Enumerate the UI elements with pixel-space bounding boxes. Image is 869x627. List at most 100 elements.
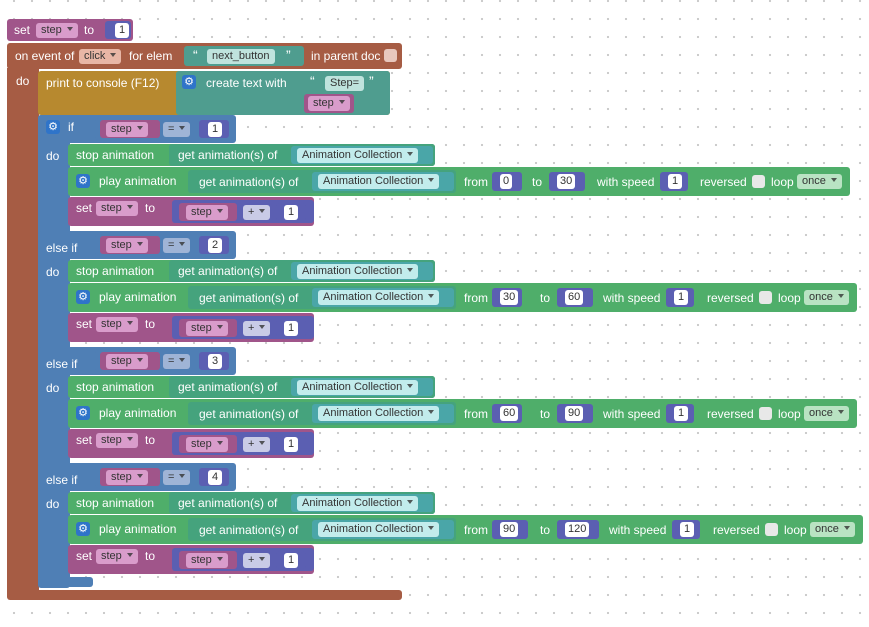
equals-dropdown[interactable]: = bbox=[163, 238, 191, 253]
else-if-do-label: do bbox=[46, 497, 60, 511]
compare-block[interactable]: step = 4 bbox=[95, 466, 233, 488]
text-value-field[interactable]: Step= bbox=[325, 76, 365, 91]
play-animation-block[interactable]: ⚙ play animation get animation(s) of Animat… bbox=[68, 283, 857, 312]
print-step-dropdown[interactable]: step bbox=[308, 96, 350, 111]
compare-value-field[interactable]: 4 bbox=[208, 470, 222, 485]
addition-var-dropdown[interactable]: step bbox=[186, 205, 228, 220]
increment-field[interactable]: 1 bbox=[284, 437, 298, 452]
compare-block[interactable]: step = 2 bbox=[95, 234, 233, 256]
set-var-dropdown[interactable]: step bbox=[96, 317, 138, 332]
compare-block[interactable]: step = 3 bbox=[95, 350, 233, 372]
compare-value-field[interactable]: 2 bbox=[208, 238, 222, 253]
addition-var-dropdown[interactable]: step bbox=[186, 437, 228, 452]
speed-field[interactable]: 1 bbox=[674, 406, 688, 421]
loop-dropdown[interactable]: once bbox=[810, 522, 855, 537]
from-field[interactable]: 60 bbox=[500, 406, 519, 421]
number-field[interactable]: 1 bbox=[115, 23, 129, 38]
print-block[interactable]: print to console (F12) ⚙ create text wit… bbox=[38, 71, 390, 115]
set-var-dropdown[interactable]: step bbox=[96, 549, 138, 564]
collection-dropdown[interactable]: Animation Collection bbox=[297, 264, 419, 279]
event-block[interactable]: on event of click for elem “ next_button… bbox=[7, 43, 402, 69]
to-field[interactable]: 120 bbox=[565, 522, 590, 537]
compare-var-dropdown[interactable]: step bbox=[106, 238, 148, 253]
equals-dropdown[interactable]: = bbox=[163, 122, 191, 137]
set-var-dropdown[interactable]: step bbox=[96, 433, 138, 448]
increment-field[interactable]: 1 bbox=[284, 205, 298, 220]
equals-dropdown[interactable]: = bbox=[163, 354, 191, 369]
compare-var-dropdown[interactable]: step bbox=[106, 354, 148, 369]
collection-dropdown[interactable]: Animation Collection bbox=[297, 148, 419, 163]
play-get-label: get animation(s) of bbox=[199, 291, 299, 305]
from-field[interactable]: 0 bbox=[500, 174, 513, 189]
play-collection-dropdown[interactable]: Animation Collection bbox=[318, 522, 440, 537]
compare-value-field[interactable]: 3 bbox=[208, 354, 222, 369]
step-variable-dropdown[interactable]: step bbox=[36, 23, 78, 38]
compare-var-dropdown[interactable]: step bbox=[106, 470, 148, 485]
play-collection-dropdown[interactable]: Animation Collection bbox=[318, 406, 440, 421]
plus-operator-dropdown[interactable]: + bbox=[243, 553, 271, 568]
increment-field[interactable]: 1 bbox=[284, 321, 298, 336]
play-collection-dropdown[interactable]: Animation Collection bbox=[318, 290, 440, 305]
set-to-label: to bbox=[145, 549, 156, 563]
loop-dropdown[interactable]: once bbox=[804, 406, 849, 421]
collection-dropdown[interactable]: Animation Collection bbox=[297, 496, 419, 511]
play-gear-icon[interactable]: ⚙ bbox=[76, 406, 90, 420]
collection-dropdown[interactable]: Animation Collection bbox=[297, 380, 419, 395]
element-name-field[interactable]: next_button bbox=[207, 49, 275, 64]
speed-field[interactable]: 1 bbox=[680, 522, 694, 537]
event-bottom-bar bbox=[7, 590, 402, 600]
play-gear-icon[interactable]: ⚙ bbox=[76, 174, 90, 188]
plus-operator-dropdown[interactable]: + bbox=[243, 437, 271, 452]
from-field[interactable]: 30 bbox=[500, 290, 519, 305]
play-animation-label: play animation bbox=[99, 290, 177, 304]
plus-operator-dropdown[interactable]: + bbox=[243, 321, 271, 336]
increment-field[interactable]: 1 bbox=[284, 553, 298, 568]
compare-value-field[interactable]: 1 bbox=[208, 122, 222, 137]
loop-label: loop bbox=[771, 175, 794, 189]
from-field[interactable]: 90 bbox=[500, 522, 519, 537]
mutator-gear-icon[interactable]: ⚙ bbox=[182, 75, 196, 89]
create-text-block[interactable]: ⚙ create text with “ Step= ” step bbox=[176, 71, 390, 115]
loop-label: loop bbox=[784, 523, 807, 537]
loop-dropdown[interactable]: once bbox=[797, 174, 842, 189]
else-if-do-label: do bbox=[46, 381, 60, 395]
speed-field[interactable]: 1 bbox=[668, 174, 682, 189]
reversed-checkbox[interactable] bbox=[752, 175, 765, 188]
loop-label: loop bbox=[778, 407, 801, 421]
addition-var-dropdown[interactable]: step bbox=[186, 321, 228, 336]
reversed-checkbox[interactable] bbox=[759, 291, 772, 304]
in-parent-checkbox[interactable] bbox=[384, 49, 397, 62]
if-gear-icon[interactable]: ⚙ bbox=[46, 120, 60, 134]
equals-dropdown[interactable]: = bbox=[163, 470, 191, 485]
play-gear-icon[interactable]: ⚙ bbox=[76, 290, 90, 304]
reversed-checkbox[interactable] bbox=[759, 407, 772, 420]
compare-var-dropdown[interactable]: step bbox=[106, 122, 148, 137]
to-field[interactable]: 60 bbox=[565, 290, 584, 305]
with-speed-label: with speed bbox=[609, 523, 667, 537]
set-label: set bbox=[76, 201, 93, 215]
addition-var-dropdown[interactable]: step bbox=[186, 553, 228, 568]
event-dropdown[interactable]: click bbox=[79, 49, 122, 64]
play-gear-icon[interactable]: ⚙ bbox=[76, 522, 90, 536]
set-step-block[interactable]: set step to 1 bbox=[7, 19, 133, 41]
to-field[interactable]: 90 bbox=[565, 406, 584, 421]
play-collection-dropdown[interactable]: Animation Collection bbox=[318, 174, 440, 189]
plus-operator-dropdown[interactable]: + bbox=[243, 205, 271, 220]
loop-dropdown[interactable]: once bbox=[804, 290, 849, 305]
to-field[interactable]: 30 bbox=[557, 174, 576, 189]
set-var-dropdown[interactable]: step bbox=[96, 201, 138, 216]
compare-block[interactable]: step = 1 bbox=[95, 118, 233, 140]
speed-field[interactable]: 1 bbox=[674, 290, 688, 305]
reversed-checkbox[interactable] bbox=[765, 523, 778, 536]
